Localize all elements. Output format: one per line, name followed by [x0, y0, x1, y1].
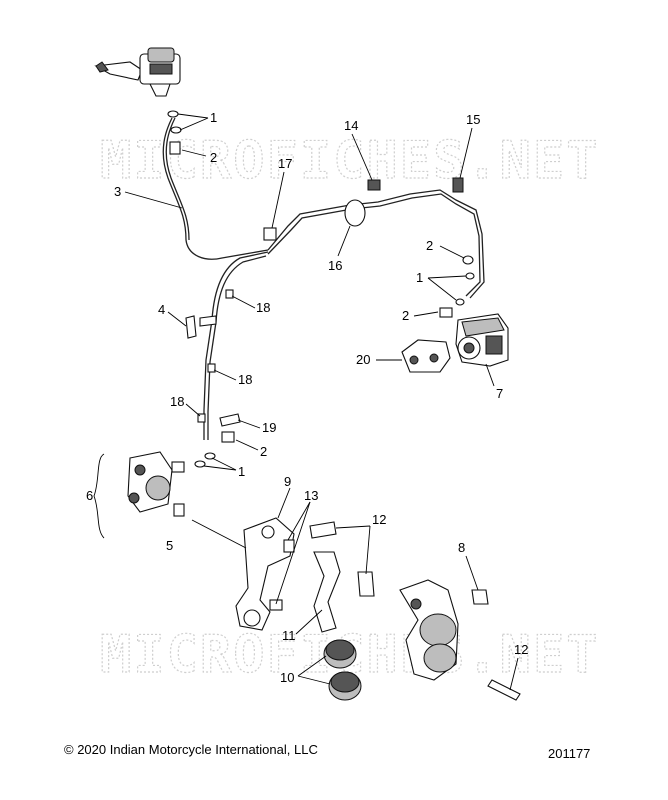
washer-1b [170, 126, 182, 134]
brake-line-3 [162, 117, 269, 260]
pad-spring-12 [309, 521, 337, 539]
clip-18a [225, 289, 234, 299]
callout-16: 16 [328, 258, 342, 273]
callout-1: 1 [238, 464, 245, 479]
copyright-text: © 2020 Indian Motorcycle International, … [64, 742, 318, 757]
callout-12: 12 [514, 642, 528, 657]
shim-11 [313, 551, 341, 633]
caliper-body [399, 579, 459, 681]
washer-1f [194, 460, 206, 468]
washer-1c [465, 272, 475, 280]
callout-14: 14 [344, 118, 358, 133]
callout-18: 18 [170, 394, 184, 409]
clip-4 [185, 315, 197, 339]
callout-17: 17 [278, 156, 292, 171]
callout-labels: 1 2 3 14 15 17 16 2 1 2 4 18 20 7 18 18 … [86, 110, 528, 685]
callout-6: 6 [86, 488, 93, 503]
bleeder-8 [471, 589, 489, 605]
pad-plate-12 [357, 571, 375, 597]
pistons-10 [323, 639, 362, 701]
callout-5: 5 [166, 538, 173, 553]
washer-1e [204, 452, 216, 460]
callout-15: 15 [466, 112, 480, 127]
caliper-6 [127, 451, 185, 513]
callout-1: 1 [210, 110, 217, 125]
callout-2: 2 [260, 444, 267, 459]
abs-module-7 [455, 313, 509, 367]
callout-19: 19 [262, 420, 276, 435]
clamp-16 [344, 199, 366, 227]
pin-12 [487, 679, 521, 701]
callout-12: 12 [372, 512, 386, 527]
bleeder-19 [219, 413, 241, 427]
callout-13: 13 [304, 488, 318, 503]
callout-3: 3 [114, 184, 121, 199]
washer-1a [167, 110, 179, 118]
clip-18b [207, 363, 216, 373]
callout-10: 10 [280, 670, 294, 685]
pin-5 [173, 503, 185, 517]
callout-8: 8 [458, 540, 465, 555]
clip-17 [263, 227, 277, 241]
callout-11: 11 [282, 628, 296, 643]
callout-4: 4 [158, 302, 165, 317]
abs-bracket-20 [401, 339, 451, 373]
callout-20: 20 [356, 352, 370, 367]
reference-number: 201177 [548, 746, 591, 761]
leader-lines [93, 113, 519, 691]
clip-18c [197, 413, 206, 423]
bolt-2c [439, 307, 453, 318]
bolt-2b [462, 255, 474, 265]
callout-9: 9 [284, 474, 291, 489]
banjo-bolt-2a [169, 141, 181, 155]
banjo-bolt-2d [221, 431, 235, 443]
bracket-15 [452, 177, 464, 193]
caliper-bracket-9 [235, 517, 295, 631]
watermark-top: MICROFICHES.NET [100, 131, 600, 191]
clamp-line [199, 315, 217, 327]
brake-line-upper [267, 189, 485, 299]
callout-2: 2 [210, 150, 217, 165]
callout-2: 2 [426, 238, 433, 253]
bracket-14 [367, 179, 381, 191]
callout-18: 18 [256, 300, 270, 315]
callout-1: 1 [416, 270, 423, 285]
master-cylinder-assembly [94, 47, 181, 97]
callout-2: 2 [402, 308, 409, 323]
callout-7: 7 [496, 386, 503, 401]
washer-1d [455, 298, 465, 306]
brake-line-lower [203, 251, 269, 440]
callout-18: 18 [238, 372, 252, 387]
